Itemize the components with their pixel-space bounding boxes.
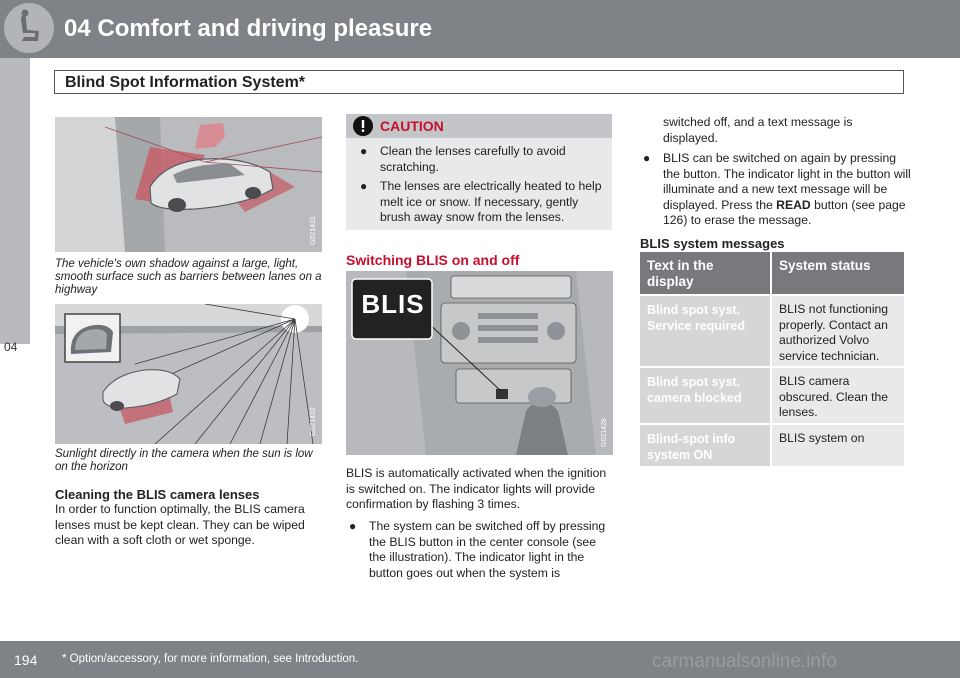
chapter-title: 04 Comfort and driving pleasure xyxy=(64,15,433,42)
table-row: Blind spot syst. Service required BLIS n… xyxy=(640,296,904,366)
caution-bullet-text: Clean the lenses carefully to avoid scra… xyxy=(380,144,566,174)
table-row: Blind-spot info system ON BLIS system on xyxy=(640,425,904,466)
chapter-header: 04 Comfort and driving pleasure xyxy=(0,0,960,58)
switch-on-text-b: button (see page 126) to erase the messa… xyxy=(663,197,906,228)
sunlight-caption: Sunlight directly in the camera when the… xyxy=(55,448,313,473)
shadow-caption: The vehicle's own shadow against a large… xyxy=(55,258,322,296)
bullet-dot: ● xyxy=(360,144,368,158)
table-header-text: Text in the display xyxy=(640,252,770,294)
side-tab-label: 04 xyxy=(4,340,18,354)
caution-box: CAUTION ● Clean the lenses carefully to … xyxy=(346,114,612,230)
image-code: G021431 xyxy=(310,216,317,245)
switching-paragraph: BLIS is automatically activated when the… xyxy=(346,466,607,511)
switch-off-bullet: ● The system can be switched off by pres… xyxy=(349,519,614,581)
image-code: G021432 xyxy=(310,407,317,436)
seat-icon xyxy=(4,3,54,53)
table-cell-text: Blind-spot info system ON xyxy=(640,425,770,466)
table-cell-status: BLIS system on xyxy=(772,425,904,466)
table-header-status: System status xyxy=(772,252,904,294)
caution-label: CAUTION xyxy=(380,118,444,134)
table-cell-status: BLIS camera obscured. Clean the lenses. xyxy=(772,368,904,423)
cleaning-paragraph: In order to function optimally, the BLIS… xyxy=(55,502,305,547)
page-number: 194 xyxy=(14,652,38,668)
caution-bullet: ● The lenses are electrically heated to … xyxy=(360,179,605,226)
table-row: Blind spot syst. camera blocked BLIS cam… xyxy=(640,368,904,423)
read-button-label: READ xyxy=(776,197,811,212)
bullet-dot: ● xyxy=(643,151,651,165)
shadow-illustration: G021431 xyxy=(55,117,322,252)
bullet-dot: ● xyxy=(360,179,368,193)
page-footer: 194 * Option/accessory, for more informa… xyxy=(0,641,960,678)
table-cell-text: Blind spot syst. Service required xyxy=(640,296,770,366)
cleaning-heading: Cleaning the BLIS camera lenses xyxy=(55,487,260,502)
table-cell-status: BLIS not functioning properly. Contact a… xyxy=(772,296,904,366)
footnote: * Option/accessory, for more information… xyxy=(62,653,359,665)
console-illustration: BLIS G021428 xyxy=(346,271,613,455)
section-title: Blind Spot Information System* xyxy=(65,74,306,91)
caution-bullet-text: The lenses are electrically heated to he… xyxy=(380,179,602,224)
warning-icon xyxy=(353,116,373,136)
caution-bar: CAUTION xyxy=(346,114,612,138)
switch-off-continued: switched off, and a text message is disp… xyxy=(663,115,853,145)
blis-badge: BLIS xyxy=(361,289,425,319)
image-code: G021428 xyxy=(601,418,608,447)
table-cell-text: Blind spot syst. camera blocked xyxy=(640,368,770,423)
switching-heading: Switching BLIS on and off xyxy=(346,252,520,268)
caution-bullet: ● Clean the lenses carefully to avoid sc… xyxy=(360,144,602,175)
watermark: carmanualsonline.info xyxy=(652,651,837,672)
switch-on-text-a: BLIS can be switched on again by pressin… xyxy=(663,151,911,212)
table-title: BLIS system messages xyxy=(640,236,785,251)
switch-on-bullet: ● BLIS can be switched on again by press… xyxy=(643,151,911,229)
sunlight-illustration: G021432 xyxy=(55,304,322,444)
section-header: Blind Spot Information System* xyxy=(54,70,904,94)
switch-off-text: The system can be switched off by pressi… xyxy=(369,519,606,580)
chapter-side-tab: 04 xyxy=(0,58,30,354)
bullet-dot: ● xyxy=(349,519,357,533)
